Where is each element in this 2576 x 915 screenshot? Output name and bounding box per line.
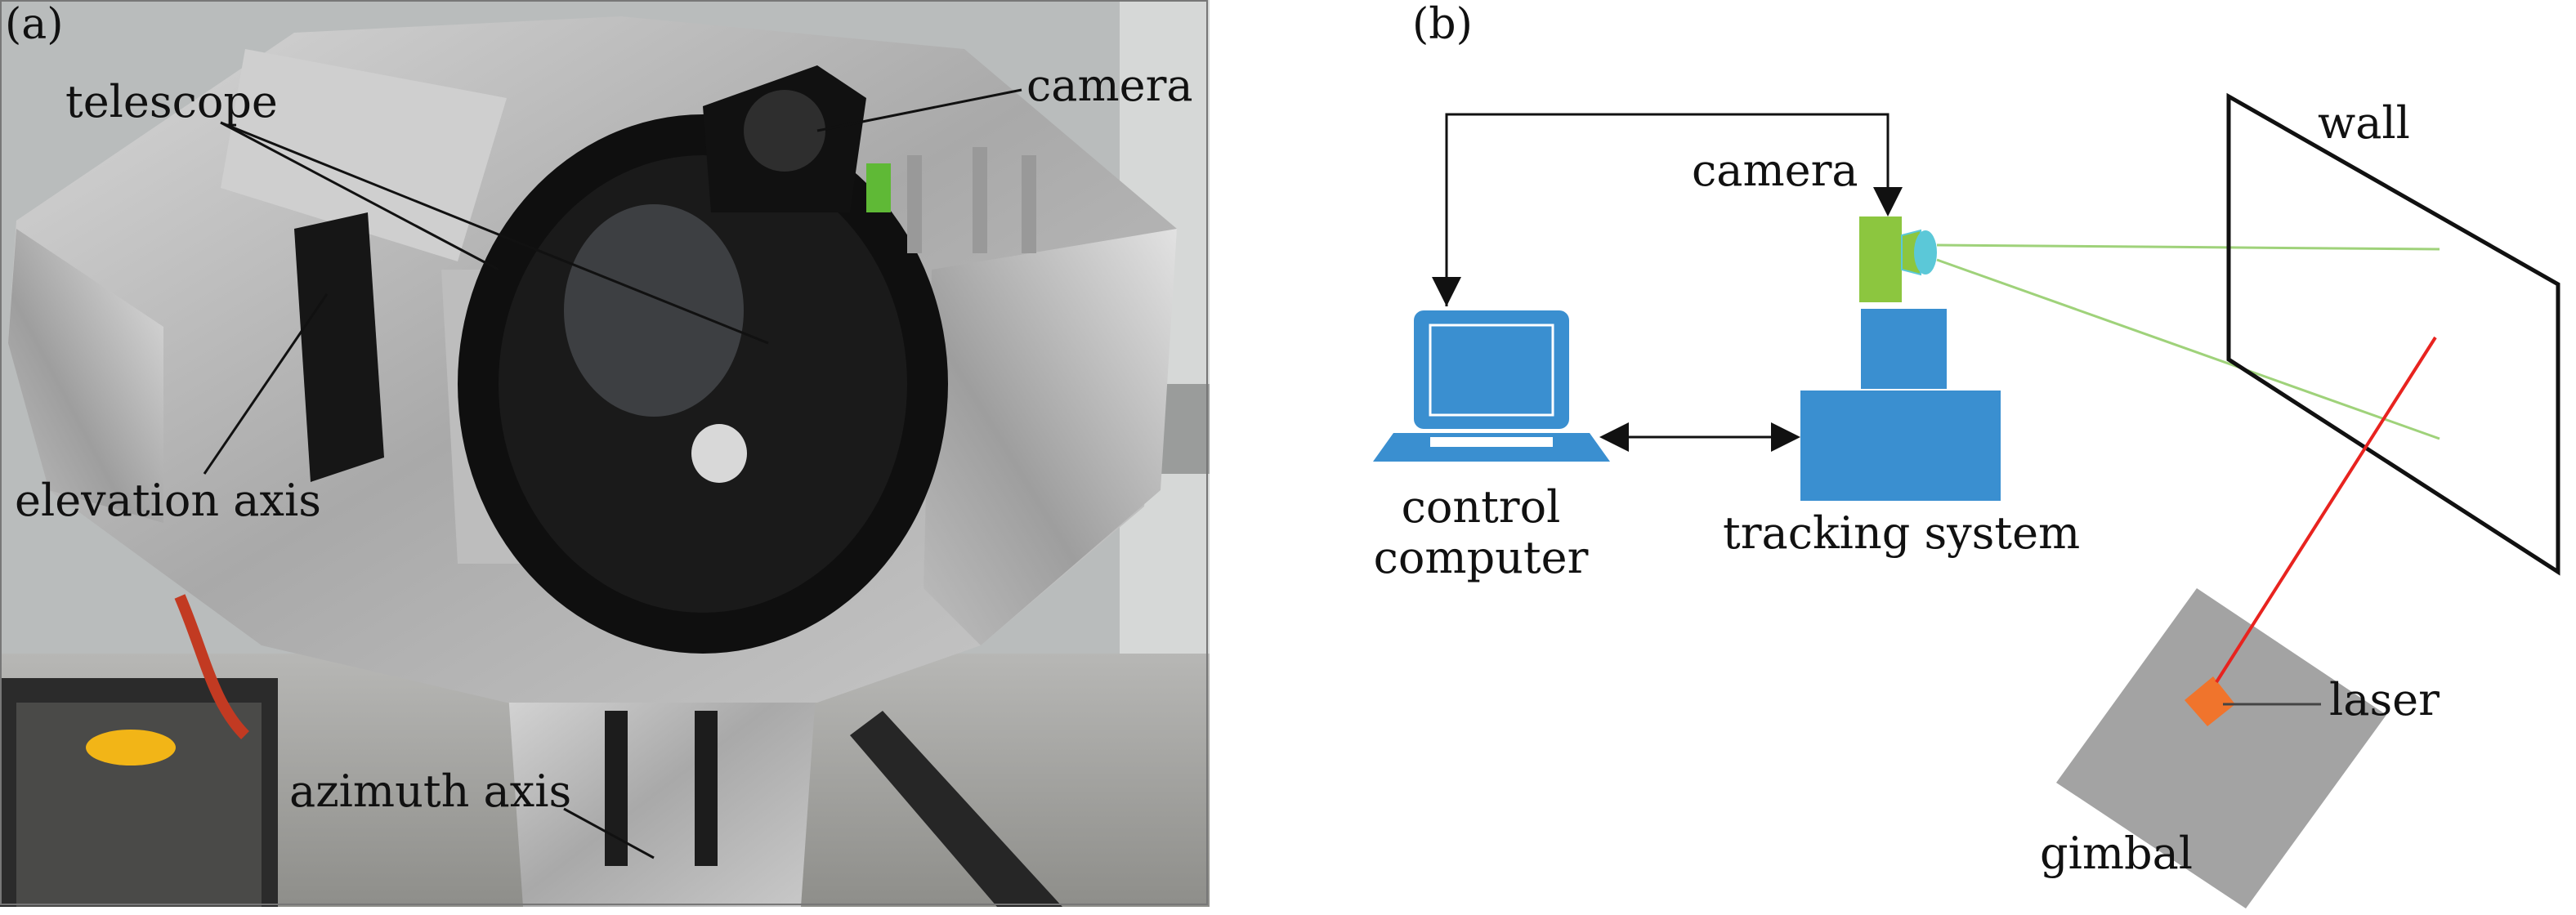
control-label-line1: control — [1401, 481, 1561, 533]
connector-1 — [907, 155, 922, 253]
photo-panel — [0, 0, 1210, 907]
elevation-axis-label: elevation axis — [15, 475, 321, 526]
telescope-pointer-1 — [220, 121, 769, 345]
fov-line-lower — [1936, 258, 2440, 440]
elevation-pointer — [203, 293, 329, 475]
laptop-icon — [1373, 310, 1610, 462]
panel-b-label: (b) — [1412, 0, 1473, 49]
column-bracket-2 — [695, 711, 718, 866]
wall-plane — [2226, 92, 2560, 576]
camera-body — [1859, 216, 1902, 302]
azimuth-column — [507, 670, 817, 907]
connector-2 — [973, 147, 987, 253]
telescope-pointer-2 — [220, 121, 499, 271]
tracking-base — [1800, 391, 2001, 501]
gimbal-label: gimbal — [2040, 828, 2194, 879]
yellow-cable — [86, 730, 176, 765]
camera-pointer — [816, 88, 1022, 132]
laser-label: laser — [2329, 674, 2440, 725]
camera-label-a: camera — [1026, 60, 1193, 111]
azimuth-axis-label: azimuth axis — [289, 765, 572, 817]
camera-lens — [744, 90, 825, 172]
photo-border — [0, 0, 1208, 905]
foil-panel-left — [8, 229, 163, 523]
feedback-loop-line — [1445, 113, 1903, 306]
control-label-line2: computer — [1373, 532, 1589, 584]
secondary-mirror — [691, 424, 747, 483]
wall-label: wall — [2318, 97, 2410, 149]
connector-3 — [1022, 155, 1036, 253]
tracking-system-label: tracking system — [1723, 507, 2081, 559]
schematic-panel — [1373, 0, 2576, 908]
red-wires — [174, 594, 250, 739]
base-frame-inner — [16, 703, 262, 907]
camera-label-b: camera — [1692, 145, 1858, 196]
tracking-mount — [1861, 309, 1947, 389]
panel-a-label: (a) — [5, 0, 64, 49]
laser-beam — [2215, 336, 2437, 684]
telescope-mirror — [564, 204, 744, 417]
spacer — [2399, 0, 2576, 596]
azimuth-pointer — [563, 807, 655, 859]
elevation-bracket — [294, 212, 384, 482]
fov-line-upper — [1936, 243, 2440, 251]
foil-panel-right — [924, 229, 1177, 645]
control-computer-label: control computer — [1358, 481, 1603, 584]
gimbal-body — [2056, 588, 2386, 908]
telescope-label: telescope — [65, 76, 278, 127]
camera-lens-icon — [1914, 230, 1937, 274]
green-tag — [866, 163, 891, 212]
base-rail — [850, 711, 1062, 907]
laser-emitter — [2185, 676, 2235, 726]
feedback-loop-helper — [1447, 114, 1888, 304]
